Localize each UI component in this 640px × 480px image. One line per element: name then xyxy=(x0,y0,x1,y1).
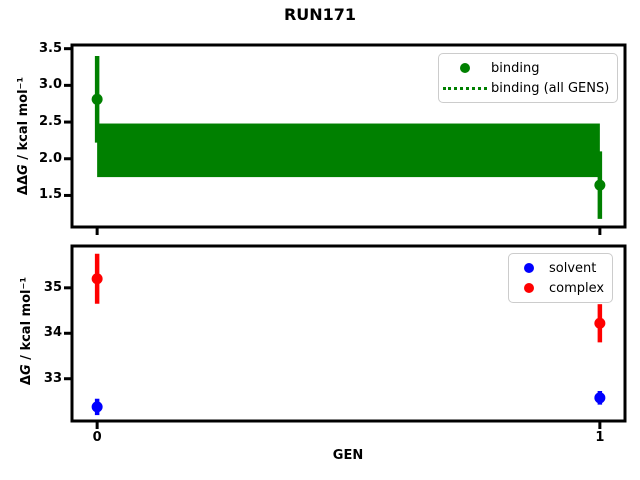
legend-handle xyxy=(509,283,549,293)
binding-point xyxy=(594,179,606,191)
x-tick-label: 1 xyxy=(595,430,605,445)
legend-row: solvent xyxy=(509,258,604,278)
y-axis-label-units: / kcal mol⁻¹ xyxy=(19,276,34,365)
x-tick-label: 0 xyxy=(92,430,102,445)
complex-point xyxy=(91,273,103,285)
legend-handle xyxy=(439,86,491,90)
solvent-point xyxy=(594,392,606,404)
y-axis-label-variable: G xyxy=(16,164,31,175)
legend-marker-dotted-line-icon xyxy=(443,86,487,90)
y-tick-label: 2.5 xyxy=(38,114,62,130)
solvent-point xyxy=(91,401,103,413)
legend-row: binding (all GENS) xyxy=(439,78,609,98)
top-y-axis-label: ΔΔG / kcal mol⁻¹ xyxy=(16,26,32,246)
legend-label: complex xyxy=(549,280,605,296)
bottom-y-axis-label: ΔG / kcal mol⁻¹ xyxy=(19,221,35,441)
y-tick-label: 3.5 xyxy=(38,40,62,56)
legend-marker-dot-icon xyxy=(524,283,534,293)
legend-label: solvent xyxy=(549,260,597,276)
legend-marker-dot-icon xyxy=(524,263,534,273)
figure-title: RUN171 xyxy=(283,5,357,24)
complex-point xyxy=(594,317,606,329)
legend-label: binding xyxy=(491,60,540,76)
x-axis-label: GEN xyxy=(332,448,364,463)
top-frame xyxy=(70,43,627,229)
legend-marker-dot-icon xyxy=(460,63,470,73)
bottom-legend: solvent complex xyxy=(508,253,614,303)
top-legend: binding binding (all GENS) xyxy=(438,53,619,103)
legend-row: binding xyxy=(439,58,609,78)
y-tick-label: 2.0 xyxy=(38,150,62,166)
y-axis-label-delta: Δ xyxy=(19,375,34,386)
y-axis-label-variable: G xyxy=(19,364,34,376)
uncertainty-band xyxy=(97,123,600,178)
y-tick-label: 3.0 xyxy=(38,77,62,93)
y-axis-label-units: / kcal mol⁻¹ xyxy=(16,76,31,165)
legend-handle xyxy=(439,63,491,73)
y-tick-label: 33 xyxy=(43,370,62,386)
legend-label: binding (all GENS) xyxy=(491,80,610,96)
y-tick-label: 35 xyxy=(43,279,62,295)
y-tick-label: 34 xyxy=(43,325,62,341)
y-axis-label-delta: ΔΔ xyxy=(16,174,31,196)
legend-row: complex xyxy=(509,278,604,298)
y-tick-label: 1.5 xyxy=(38,187,62,203)
bottom-frame xyxy=(70,244,627,423)
binding-point xyxy=(91,93,103,105)
legend-handle xyxy=(509,263,549,273)
